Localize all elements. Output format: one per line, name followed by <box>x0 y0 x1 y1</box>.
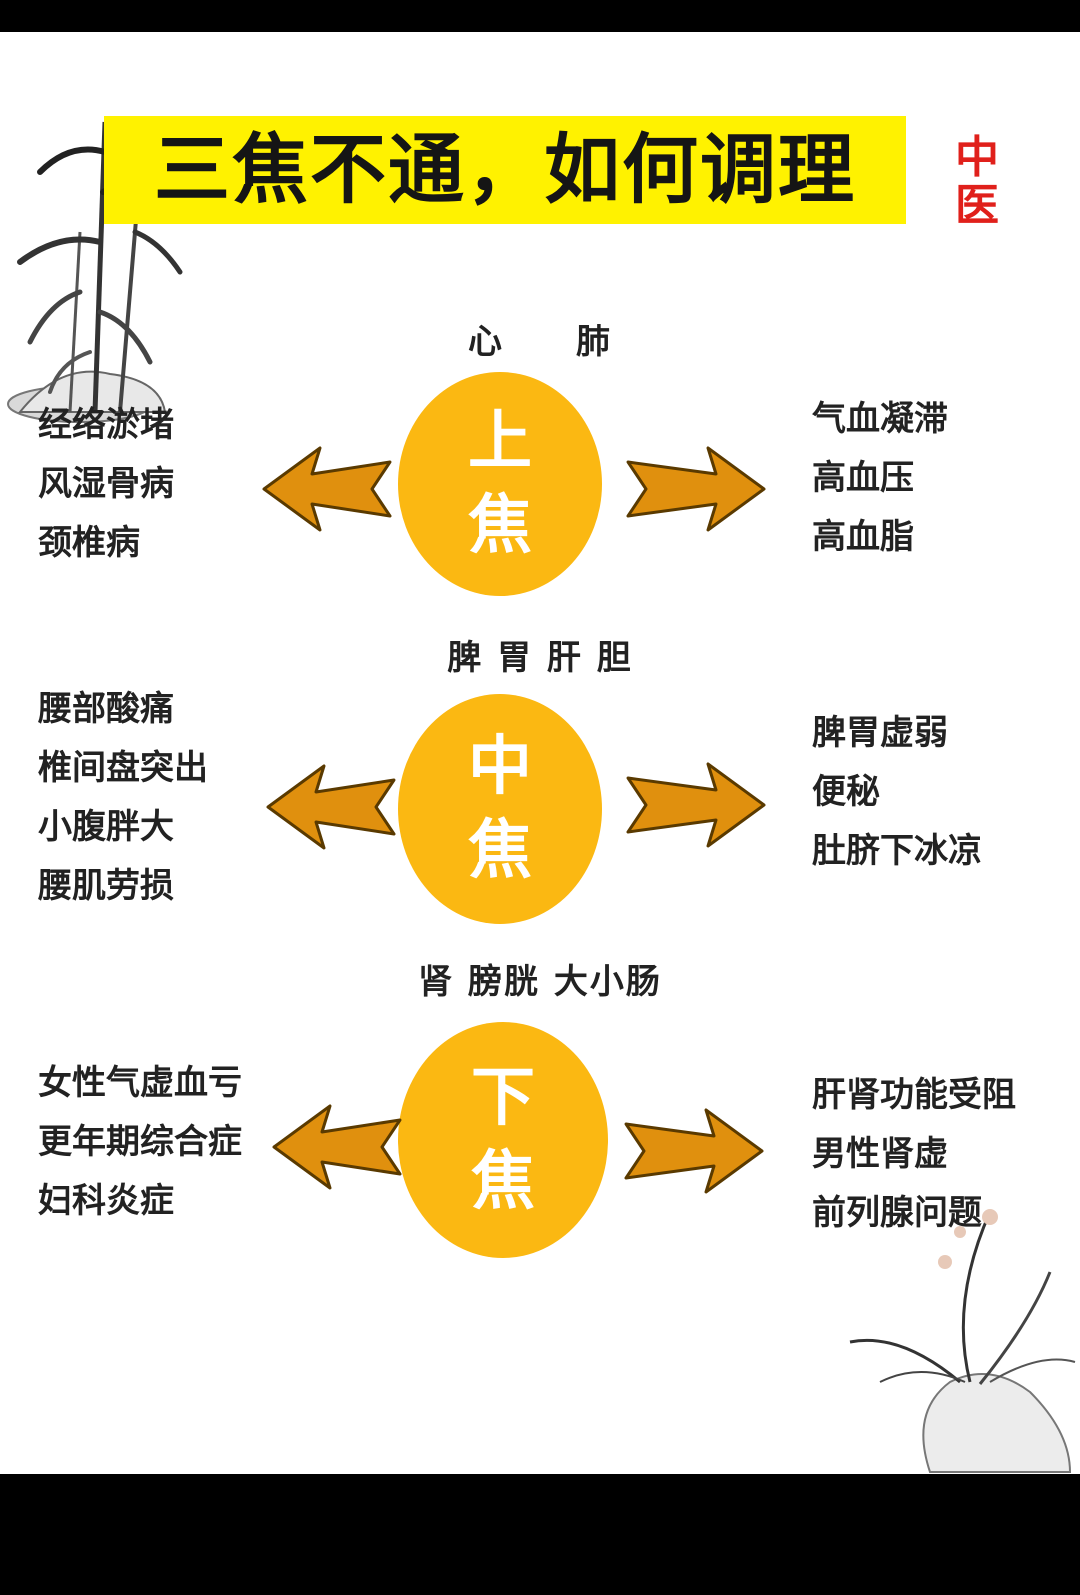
list-item: 女性气虚血亏 <box>38 1063 242 1103</box>
list-item: 气血凝滞 <box>812 399 948 439</box>
orchid-decoration <box>849 1209 1076 1473</box>
lower-right-arrow <box>624 1108 764 1194</box>
seal-char-2: 医 <box>955 180 999 231</box>
list-item: 高血压 <box>812 458 914 498</box>
lower-jiao-circle: 下 焦 <box>398 1022 608 1258</box>
lower-left-symptoms: 女性气虚血亏 更年期综合症 妇科炎症 <box>38 1054 242 1231</box>
list-item: 颈椎病 <box>38 523 140 563</box>
upper-organs-label: 心 肺 <box>468 322 612 362</box>
list-item: 更年期综合症 <box>38 1122 242 1162</box>
lower-jiao-char-1: 下 <box>471 1060 535 1135</box>
upper-left-symptoms: 经络淤堵 风湿骨病 颈椎病 <box>38 396 174 573</box>
list-item: 前列腺问题 <box>812 1193 982 1233</box>
middle-jiao-char-2: 焦 <box>468 813 532 888</box>
lower-right-symptoms: 肝肾功能受阻 男性肾虚 前列腺问题 <box>812 1066 1016 1243</box>
list-item: 腰肌劳损 <box>38 866 174 906</box>
list-item: 肝肾功能受阻 <box>812 1075 1016 1115</box>
list-item: 小腹胖大 <box>38 807 174 847</box>
list-item: 椎间盘突出 <box>38 748 208 788</box>
middle-jiao-char-1: 中 <box>468 729 532 804</box>
list-item: 脾胃虚弱 <box>812 713 948 753</box>
middle-jiao-circle: 中 焦 <box>398 694 602 924</box>
list-item: 腰部酸痛 <box>38 689 174 729</box>
page-title: 三焦不通，如何调理 <box>154 125 856 214</box>
middle-organs-label: 脾 胃 肝 胆 <box>447 638 633 678</box>
infographic-canvas: 三焦不通，如何调理 中 医 心 肺 上 焦 经络淤堵 风湿骨病 颈椎病 气血凝滞… <box>0 32 1080 1474</box>
middle-left-symptoms: 腰部酸痛 椎间盘突出 小腹胖大 腰肌劳损 <box>38 680 208 916</box>
middle-right-symptoms: 脾胃虚弱 便秘 肚脐下冰凉 <box>812 704 982 881</box>
lower-left-arrow <box>272 1104 402 1190</box>
list-item: 便秘 <box>812 772 880 812</box>
title-highlight-band <box>104 116 906 224</box>
tcm-seal: 中 医 <box>948 132 1006 232</box>
list-item: 高血脂 <box>812 517 914 557</box>
lower-organs-label: 肾 膀胱 大小肠 <box>418 962 662 1002</box>
list-item: 男性肾虚 <box>812 1134 948 1174</box>
seal-char-1: 中 <box>955 132 999 183</box>
lower-jiao-char-2: 焦 <box>471 1144 535 1219</box>
list-item: 妇科炎症 <box>38 1181 174 1221</box>
list-item: 风湿骨病 <box>38 464 174 504</box>
list-item: 经络淤堵 <box>38 405 174 445</box>
middle-right-arrow <box>626 762 766 848</box>
upper-jiao-char-1: 上 <box>468 404 532 479</box>
upper-left-arrow <box>262 446 392 532</box>
upper-right-symptoms: 气血凝滞 高血压 高血脂 <box>812 390 948 567</box>
middle-left-arrow <box>266 764 396 850</box>
upper-jiao-char-2: 焦 <box>468 488 532 563</box>
upper-right-arrow <box>626 446 766 532</box>
upper-jiao-circle: 上 焦 <box>398 372 602 596</box>
list-item: 肚脐下冰凉 <box>812 831 982 871</box>
